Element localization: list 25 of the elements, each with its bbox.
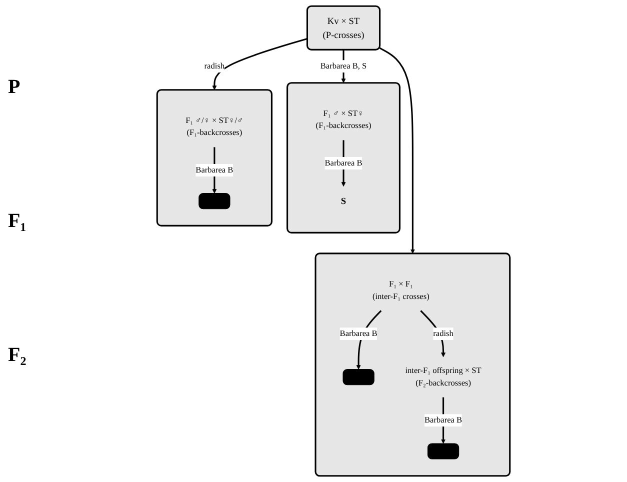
node-box: Kv × ST (P-crosses): [306, 5, 381, 50]
arrow: [212, 38, 308, 90]
edge-label: Barbarea B: [340, 329, 378, 338]
edge-label: Barbarea B, S: [320, 62, 367, 70]
node-text: S: [340, 196, 346, 206]
cluster: [286, 82, 400, 234]
node-text: F₁ × F₁ (inter-F₁ crosses): [372, 280, 430, 301]
node-bar: [427, 443, 460, 460]
edge-label: radish: [204, 62, 225, 70]
edge-label: Barbarea B: [324, 158, 362, 168]
edge-label: radish: [433, 329, 454, 338]
generation-label: F₂: [8, 344, 28, 366]
node-bar: [198, 193, 230, 210]
arrow: [420, 310, 446, 358]
node-text: inter-F₁ offspring × ST (F₂-backcrosses): [405, 366, 482, 388]
node-bar: [342, 369, 374, 386]
edge-label: Barbarea B: [424, 416, 462, 425]
edge-label: Barbarea B: [196, 166, 234, 174]
node-text: F₁ ♂/♀ × ST♀/♂ (F₁-backcrosses): [186, 116, 244, 138]
cluster: [156, 89, 273, 226]
generation-label: F₁: [8, 210, 28, 232]
cluster: [314, 252, 511, 477]
arrow: [379, 47, 415, 254]
generation-label: P: [8, 76, 22, 98]
node-text: F₁ ♂ × ST♀ (F₁-backcrosses): [316, 109, 372, 130]
